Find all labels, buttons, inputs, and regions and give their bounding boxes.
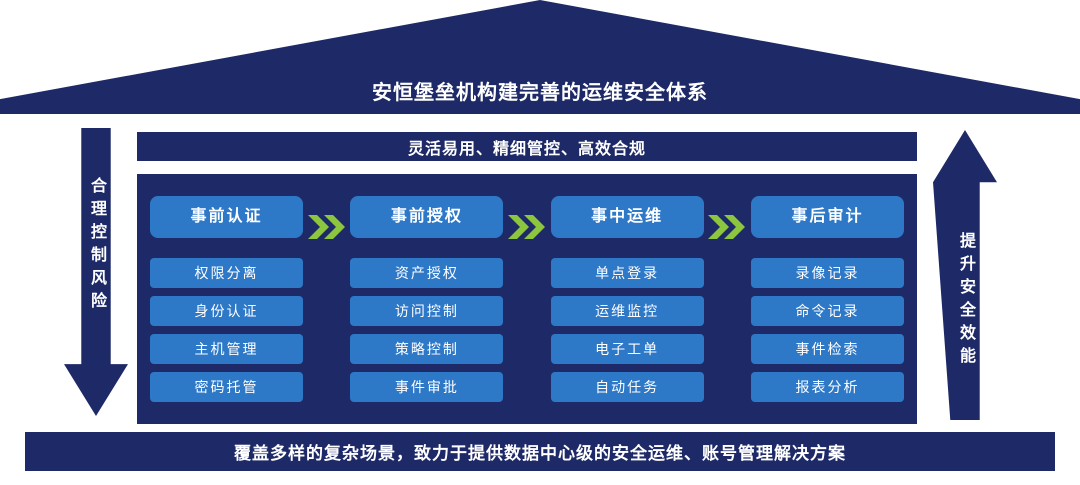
right-efficiency-arrow: 提升安全效能 [933,130,997,420]
chevron-gap [503,208,550,250]
roof-title: 安恒堡垒机构建完善的运维安全体系 [372,82,708,104]
double-chevron-icon [507,214,546,244]
column-item: 身份认证 [150,296,303,326]
column-header: 事前认证 [150,196,303,238]
column-item: 命令记录 [750,296,904,326]
double-chevron-icon [307,214,346,244]
column-items: 权限分离 身份认证 主机管理 密码托管 [150,258,303,402]
double-chevron-icon [708,214,746,244]
column-item: 自动任务 [550,372,704,402]
column-item: 密码托管 [150,372,303,402]
bottom-bar-text: 覆盖多样的复杂场景，致力于提供数据中心级的安全运维、账号管理解决方案 [234,444,846,463]
roof-banner: 安恒堡垒机构建完善的运维安全体系 [0,0,1080,114]
column-item: 单点登录 [550,258,704,288]
column-items: 资产授权 访问控制 策略控制 事件审批 [350,258,504,402]
chevron-gap [303,208,350,250]
chevron-gap [704,208,751,250]
subtitle-bar: 灵活易用、精细管控、高效合规 [137,132,917,161]
right-arrow-label: 提升安全效能 [957,232,974,370]
column-item: 报表分析 [750,372,904,402]
column-item: 权限分离 [150,258,303,288]
column-item: 录像记录 [750,258,904,288]
main-panel: 事前认证 权限分离 身份认证 主机管理 密码托管 事前授权 资产授权 访问控制 … [137,174,917,424]
column-header: 事后审计 [750,196,904,238]
column-item: 事件审批 [350,372,504,402]
column-item: 运维监控 [550,296,704,326]
column-item: 主机管理 [150,334,303,364]
column-item: 策略控制 [350,334,504,364]
left-risk-arrow: 合理控制风险 [64,128,128,416]
column-pre-authorization: 事前授权 资产授权 访问控制 策略控制 事件审批 [350,196,504,402]
column-item: 事件检索 [750,334,904,364]
column-pre-authentication: 事前认证 权限分离 身份认证 主机管理 密码托管 [150,196,303,402]
column-in-process-ops: 事中运维 单点登录 运维监控 电子工单 自动任务 [550,196,704,402]
column-item: 访问控制 [350,296,504,326]
column-post-audit: 事后审计 录像记录 命令记录 事件检索 报表分析 [750,196,904,402]
left-arrow-label: 合理控制风险 [88,177,105,315]
column-header: 事中运维 [550,196,704,238]
column-item: 资产授权 [350,258,504,288]
subtitle-text: 灵活易用、精细管控、高效合规 [407,140,646,158]
column-header: 事前授权 [350,196,504,238]
bottom-bar: 覆盖多样的复杂场景，致力于提供数据中心级的安全运维、账号管理解决方案 [25,432,1055,471]
column-item: 电子工单 [550,334,704,364]
column-items: 录像记录 命令记录 事件检索 报表分析 [750,258,904,402]
column-items: 单点登录 运维监控 电子工单 自动任务 [550,258,704,402]
